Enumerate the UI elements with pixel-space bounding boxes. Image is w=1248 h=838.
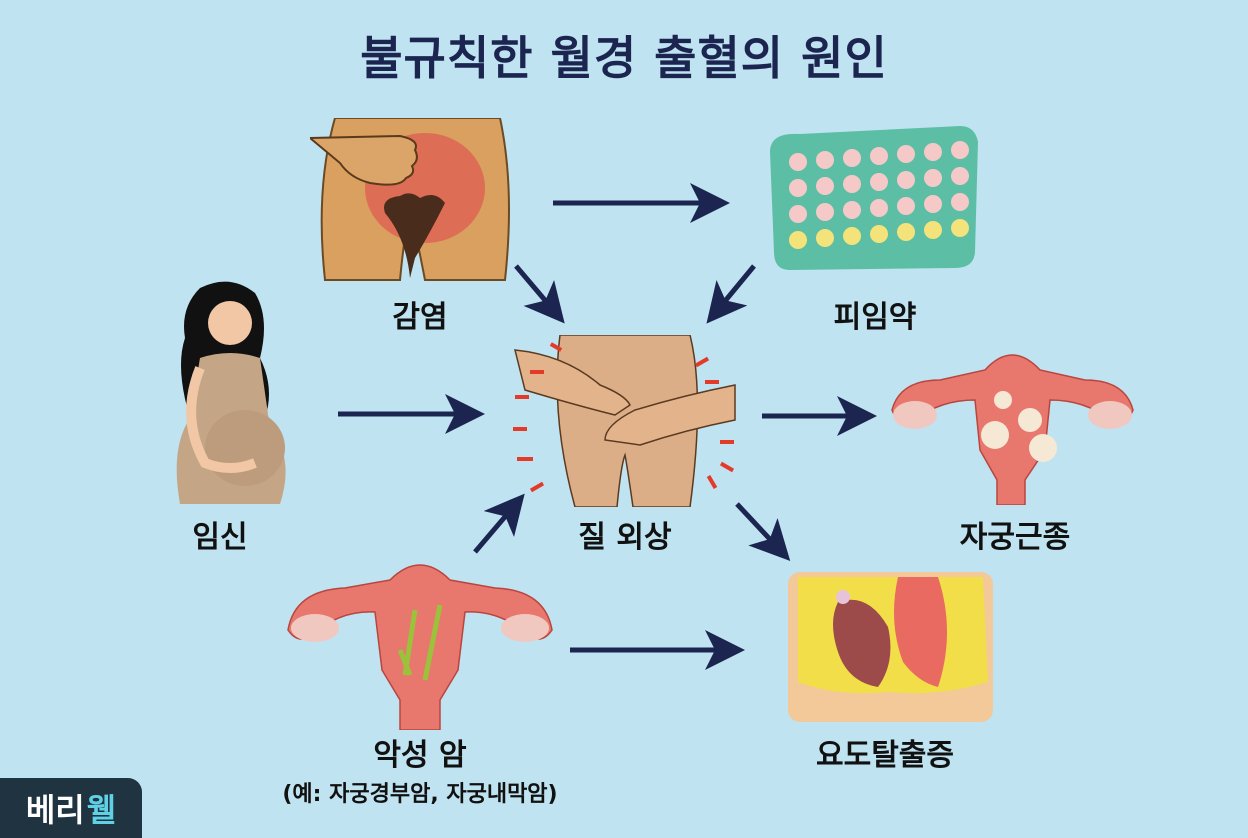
arrow-infection-to-trauma xyxy=(514,264,565,324)
pill xyxy=(897,197,915,215)
pill xyxy=(924,195,942,213)
pill-pack-illustration xyxy=(770,126,978,270)
pill xyxy=(897,171,915,189)
pill xyxy=(789,205,807,223)
pill xyxy=(789,153,807,171)
label-cancer-examples: (예: 자궁경부암, 자궁내막암) xyxy=(282,782,558,807)
pill xyxy=(843,149,861,167)
pill xyxy=(897,223,915,241)
pill xyxy=(951,141,969,159)
pill xyxy=(870,173,888,191)
label-vaginal-trauma: 질 외상 xyxy=(578,520,672,555)
cancer-illustration xyxy=(287,564,553,730)
pill xyxy=(816,151,834,169)
label-pill: 피임약 xyxy=(833,300,917,335)
urethral-prolapse-illustration xyxy=(788,572,993,722)
pill xyxy=(951,193,969,211)
pill xyxy=(789,231,807,249)
logo-accent-text: 웰 xyxy=(86,791,117,829)
pill xyxy=(816,177,834,195)
pill xyxy=(843,201,861,219)
pill xyxy=(897,145,915,163)
pill xyxy=(843,175,861,193)
label-cancer-main: 악성 암 xyxy=(373,738,467,773)
fibroids-illustration xyxy=(891,354,1134,505)
logo-main-text: 베리 xyxy=(25,791,85,829)
pregnancy-illustration xyxy=(176,281,286,504)
pill xyxy=(789,179,807,197)
infection-illustration xyxy=(310,118,510,281)
label-pregnancy: 임신 xyxy=(192,520,248,555)
pill xyxy=(951,167,969,185)
pill xyxy=(843,227,861,245)
pill xyxy=(870,199,888,217)
page-title: 불규칙한 월경 출혈의 원인 xyxy=(360,31,888,85)
pill xyxy=(951,219,969,237)
vaginal-trauma-illustration xyxy=(513,335,736,507)
pill xyxy=(816,229,834,247)
pill xyxy=(924,143,942,161)
pill xyxy=(870,147,888,165)
label-cancer: 악성 암 (예: 자궁경부암, 자궁내막암) xyxy=(250,730,590,808)
label-urethral-prolapse: 요도탈출증 xyxy=(816,738,954,773)
pill xyxy=(924,169,942,187)
label-infection: 감염 xyxy=(392,300,448,335)
pill xyxy=(924,221,942,239)
pill xyxy=(870,225,888,243)
arrow-trauma-to-prolapse xyxy=(735,502,791,561)
arrow-pill-to-trauma xyxy=(706,264,756,324)
label-fibroids: 자궁근종 xyxy=(959,520,1071,555)
arrow-cancer-to-trauma xyxy=(473,493,525,554)
pill xyxy=(816,203,834,221)
